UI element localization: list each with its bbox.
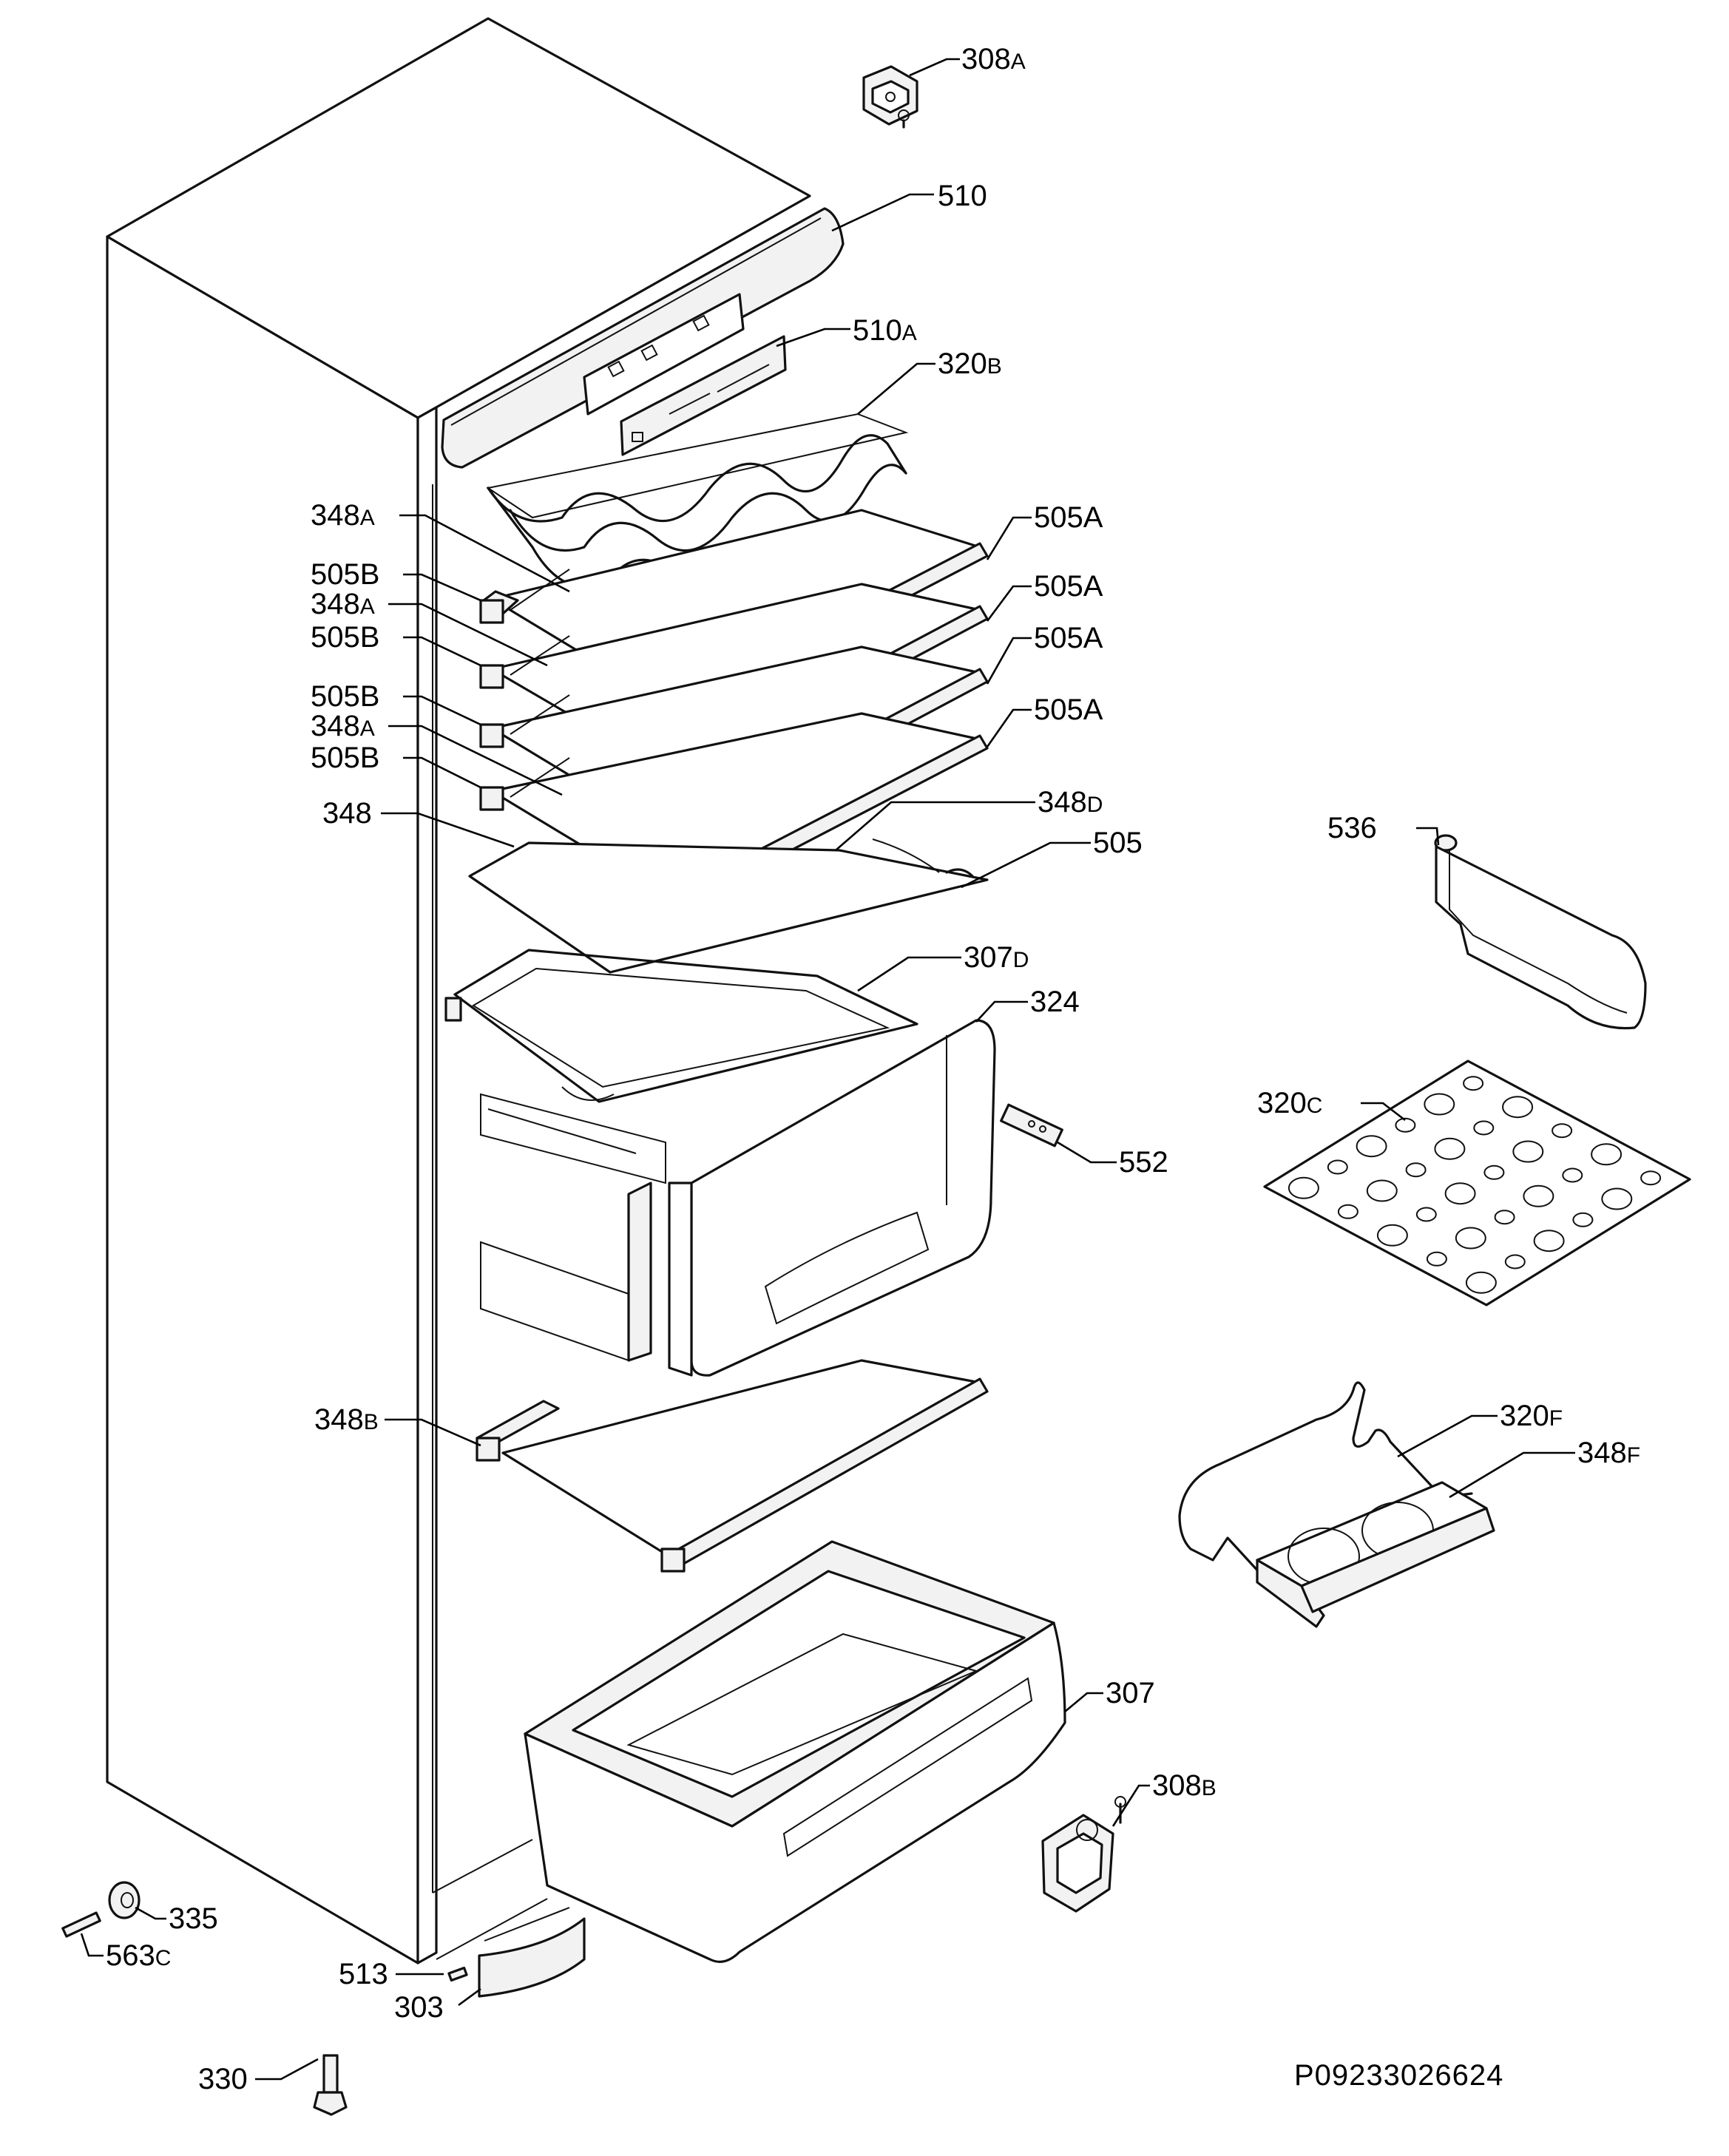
lower-cover-panel xyxy=(478,1907,586,1998)
egg-tray-hole xyxy=(1426,1251,1447,1267)
foot-spacer-335 xyxy=(108,1881,141,1919)
control-panel-insert xyxy=(620,335,787,456)
label-505a-3: 505A xyxy=(1034,622,1103,654)
label-505a-1: 505A xyxy=(1034,501,1103,534)
part-labels: 308A 510 510A 320B 348A 505B 348A 505B 5… xyxy=(106,43,1640,2095)
hinge-top xyxy=(862,65,918,129)
adjustable-foot-330 xyxy=(313,2054,348,2116)
label-348f: 348F xyxy=(1577,1437,1640,1469)
label-505b-2: 505B xyxy=(311,621,379,654)
label-348: 348 xyxy=(322,797,372,830)
label-335: 335 xyxy=(169,1902,218,1935)
egg-tray-hole xyxy=(1640,1170,1662,1186)
refrigerator-cabinet xyxy=(106,17,811,1998)
pin-563c xyxy=(61,1911,101,1938)
egg-tray-hole xyxy=(1356,1135,1387,1158)
egg-tray-hole xyxy=(1562,1167,1583,1183)
egg-tray-hole xyxy=(1483,1165,1505,1180)
egg-tray-hole xyxy=(1502,1096,1534,1119)
label-552: 552 xyxy=(1119,1146,1168,1179)
label-505b-1: 505B xyxy=(311,558,379,591)
label-303: 303 xyxy=(394,1991,444,2024)
label-505b-4: 505B xyxy=(311,742,379,774)
drawer-front-324 xyxy=(480,1019,996,1377)
egg-tray-hole xyxy=(1337,1204,1358,1219)
egg-tray-hole xyxy=(1424,1093,1455,1116)
egg-tray-hole xyxy=(1601,1187,1633,1210)
label-505: 505 xyxy=(1093,827,1143,859)
drawer-clip-552 xyxy=(1000,1103,1063,1148)
label-505a-2: 505A xyxy=(1034,570,1103,603)
label-510: 510 xyxy=(938,180,987,212)
label-505b-3: 505B xyxy=(311,680,379,713)
egg-tray-hole xyxy=(1512,1140,1544,1163)
egg-tray-hole xyxy=(1465,1271,1497,1294)
label-510a: 510A xyxy=(853,314,917,347)
egg-tray-hole xyxy=(1494,1210,1515,1225)
egg-tray-hole xyxy=(1533,1230,1565,1252)
egg-tray-320c xyxy=(1263,1060,1691,1306)
label-536: 536 xyxy=(1327,812,1377,844)
control-panel-housing xyxy=(441,207,845,469)
egg-tray-hole xyxy=(1366,1179,1398,1202)
egg-tray-hole xyxy=(1572,1212,1594,1227)
bottle-rack-wire xyxy=(486,413,909,589)
label-348b: 348B xyxy=(314,1403,379,1436)
label-308b: 308B xyxy=(1152,1769,1217,1802)
label-348d: 348D xyxy=(1038,786,1103,818)
label-320f: 320F xyxy=(1500,1400,1563,1432)
label-513: 513 xyxy=(339,1958,388,1990)
wire-can-holder-320f xyxy=(1178,1381,1495,1628)
leader-lines xyxy=(80,58,1575,2081)
egg-tray-hole xyxy=(1455,1227,1486,1250)
bottle-holder-536 xyxy=(1434,834,1647,1030)
egg-tray-hole xyxy=(1523,1184,1554,1207)
egg-tray-hole xyxy=(1504,1254,1526,1269)
crisper-cover-frame xyxy=(444,949,918,1103)
egg-tray-hole xyxy=(1415,1207,1437,1222)
label-308a: 308A xyxy=(961,43,1026,75)
egg-tray-hole xyxy=(1376,1224,1408,1247)
egg-tray-hole xyxy=(1473,1120,1495,1136)
label-320c: 320C xyxy=(1257,1087,1322,1119)
label-324: 324 xyxy=(1030,986,1080,1018)
label-505a-4: 505A xyxy=(1034,694,1103,726)
label-348a-3: 348A xyxy=(311,710,375,742)
hinge-bottom xyxy=(1041,1796,1126,1913)
label-330: 330 xyxy=(198,2063,248,2095)
label-563c: 563C xyxy=(106,1939,171,1972)
label-348a-2: 348A xyxy=(311,588,375,620)
label-307d: 307D xyxy=(964,941,1029,974)
egg-tray-hole xyxy=(1395,1117,1416,1133)
egg-tray-hole xyxy=(1444,1182,1476,1205)
egg-tray-hole xyxy=(1405,1162,1427,1178)
label-307: 307 xyxy=(1106,1677,1155,1709)
egg-tray-hole xyxy=(1434,1137,1466,1160)
clip-513 xyxy=(447,1966,468,1982)
egg-tray-hole xyxy=(1552,1123,1573,1139)
egg-tray-hole xyxy=(1288,1176,1319,1199)
label-348a-1: 348A xyxy=(311,499,375,532)
glass-shelf-bottom xyxy=(476,1359,989,1573)
egg-tray-hole xyxy=(1591,1143,1623,1166)
crisper-drawer xyxy=(524,1540,1066,1963)
egg-tray-hole xyxy=(1327,1159,1348,1175)
drawing-code: P09233026624 xyxy=(1294,2059,1503,2092)
label-320b: 320B xyxy=(938,348,1002,380)
egg-tray-hole xyxy=(1463,1076,1484,1091)
